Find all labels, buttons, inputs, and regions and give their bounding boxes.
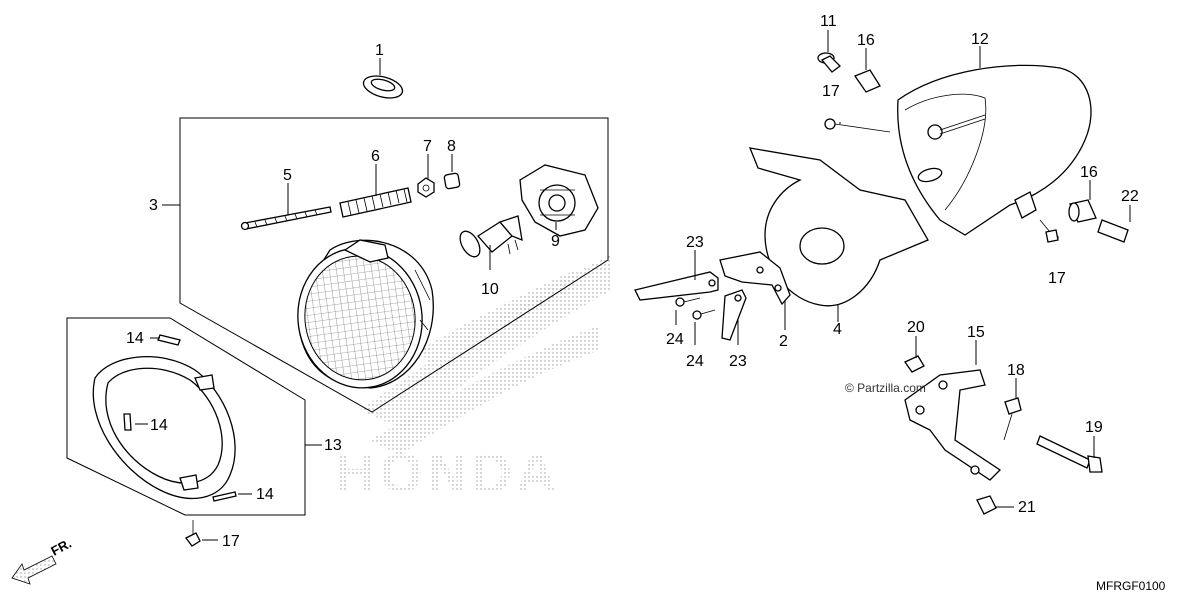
bulb-part-10 [459, 215, 523, 258]
headlight-case-part-12 [897, 64, 1092, 236]
callout-12: 12 [971, 31, 989, 48]
cover-plate-part-4 [748, 147, 929, 307]
callout-14c: 14 [256, 486, 274, 503]
callout-23b: 23 [729, 353, 747, 370]
callout-24a: 24 [666, 331, 684, 348]
callout-17c: 17 [222, 533, 240, 550]
callout-21: 21 [1018, 499, 1036, 516]
grommet-part-1 [362, 75, 404, 99]
bolt-part-19 [1036, 435, 1103, 473]
group-bracket-13 [66, 317, 306, 516]
adjusting-screw-part-5 [240, 206, 332, 231]
bracket-part-2 [719, 251, 791, 306]
collar-part-22 [1097, 219, 1129, 243]
front-arrow-icon [11, 555, 57, 585]
diagram-code: MFRGF0100 [1096, 579, 1166, 593]
stay-bracket-part-15 [904, 369, 1002, 481]
callout-6: 6 [371, 148, 380, 165]
callout-4: 4 [833, 321, 842, 338]
bracket-part-23a [634, 271, 719, 301]
partzilla-watermark: © Partzilla.com [845, 381, 926, 395]
callout-7: 7 [423, 138, 432, 155]
screw-part-17-bottom [185, 520, 201, 547]
callout-14a: 14 [126, 330, 144, 347]
callout-9: 9 [551, 233, 560, 250]
callout-14b: 14 [150, 417, 168, 434]
honda-wing-logo: HONDA [335, 255, 612, 504]
brand-wordmark: HONDA [335, 441, 560, 504]
group-bracket-3 [179, 117, 609, 413]
callout-1: 1 [375, 42, 384, 59]
callout-17b: 17 [1048, 270, 1066, 287]
callout-16a: 16 [857, 32, 875, 49]
nut-part-7 [417, 177, 435, 198]
callout-17a: 17 [822, 83, 840, 100]
callout-2: 2 [779, 333, 788, 350]
callout-3: 3 [149, 197, 158, 214]
front-direction-indicator: FR. [11, 536, 74, 585]
nut-part-20 [904, 355, 925, 373]
callout-20: 20 [907, 319, 925, 336]
leader-lines [135, 30, 1131, 541]
clip-part-14a [157, 334, 181, 346]
bracket-part-23b [721, 289, 747, 341]
cap-part-8 [443, 172, 461, 190]
bolt-part-18 [1003, 397, 1022, 441]
bolt-part-11 [817, 52, 841, 73]
callout-24b: 24 [686, 353, 704, 370]
callout-10: 10 [481, 281, 499, 298]
rubber-part-16a [854, 69, 881, 93]
callout-labels: 1 2 3 4 5 6 7 8 9 10 11 12 13 14 14 14 1… [126, 13, 1139, 550]
callout-5: 5 [283, 167, 292, 184]
callout-15: 15 [967, 324, 985, 341]
nut-part-21 [976, 495, 997, 515]
socket-cover-part-9 [519, 164, 599, 237]
spring-part-6 [339, 187, 412, 218]
rubber-part-16b [1068, 199, 1097, 223]
screw-part-17-top [824, 118, 891, 133]
callout-8: 8 [447, 138, 456, 155]
front-label: FR. [48, 536, 74, 559]
screw-part-17-right [1039, 219, 1059, 243]
callout-16b: 16 [1080, 164, 1098, 181]
callout-18: 18 [1007, 362, 1025, 379]
clip-part-14c [212, 491, 237, 502]
callout-19: 19 [1085, 419, 1103, 436]
callout-23a: 23 [686, 234, 704, 251]
callout-13: 13 [324, 437, 342, 454]
screw-part-24b [692, 309, 716, 320]
headlight-rim-part-13 [92, 356, 236, 500]
callout-22: 22 [1121, 188, 1139, 205]
callout-11: 11 [820, 13, 837, 30]
screw-part-24a [675, 297, 701, 307]
headlight-unit [297, 239, 434, 389]
clip-part-14b [123, 413, 132, 431]
